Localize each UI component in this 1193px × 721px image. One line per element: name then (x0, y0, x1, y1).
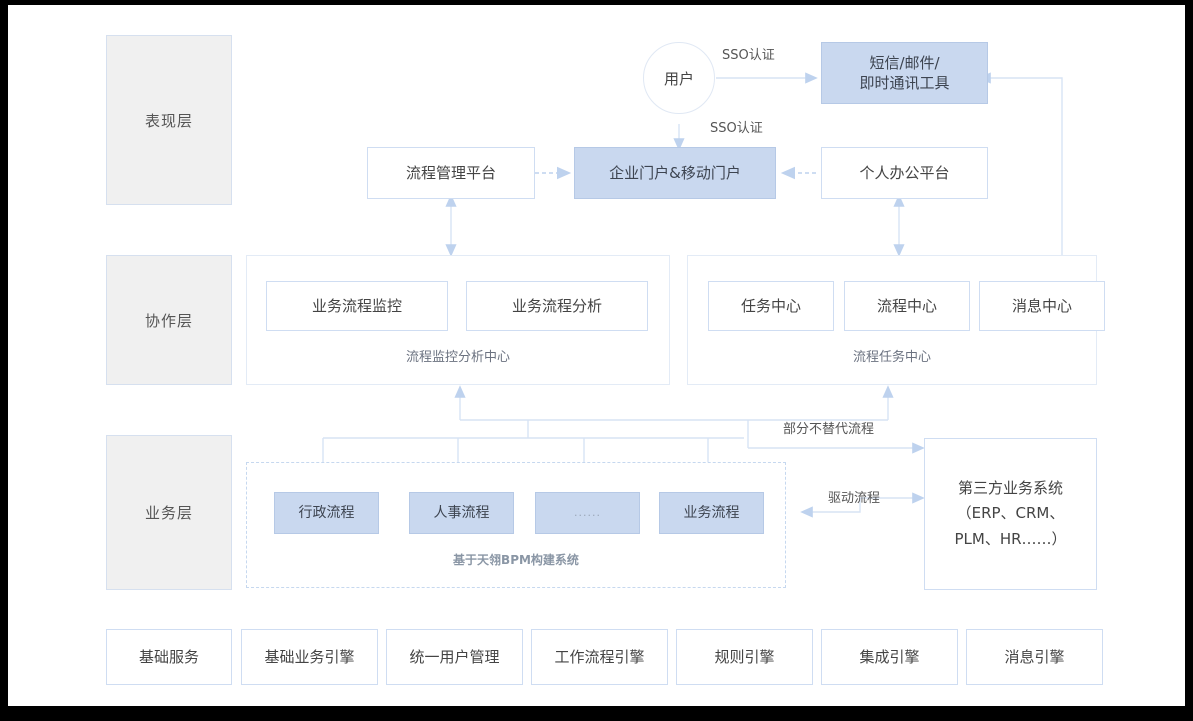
node-process-management-platform-label: 流程管理平台 (405, 163, 496, 182)
node-process-ellipsis-label: ...... (574, 505, 601, 519)
node-foundation-workflow-engine-label: 工作流程引擎 (554, 647, 645, 666)
node-user-label: 用户 (663, 69, 694, 88)
node-foundation-integration-engine-label: 集成引擎 (859, 647, 920, 666)
group-bpm-built-system: 行政流程 人事流程 ...... 业务流程 基于天翎BPM构建系统 (246, 462, 786, 588)
node-third-party-systems-line2: （ERP、CRM、 (956, 504, 1065, 523)
node-messaging-tools-line2: 即时通讯工具 (859, 74, 950, 92)
node-third-party-systems-line1: 第三方业务系统 (957, 478, 1063, 497)
node-user[interactable]: 用户 (643, 42, 715, 114)
node-enterprise-portal-label: 企业门户&移动门户 (609, 163, 741, 182)
node-foundation-workflow-engine[interactable]: 工作流程引擎 (531, 629, 668, 685)
node-foundation-basic-service-label: 基础服务 (138, 647, 199, 666)
node-process-business[interactable]: 业务流程 (659, 492, 764, 534)
node-messaging-tools[interactable]: 短信/邮件/ 即时通讯工具 (821, 42, 988, 104)
node-foundation-business-engine[interactable]: 基础业务引擎 (241, 629, 378, 685)
layer-label-presentation-text: 表现层 (144, 111, 193, 130)
node-process-administrative-label: 行政流程 (298, 504, 355, 521)
edge-label-partial-replace: 部分不替代流程 (783, 422, 875, 437)
group-process-monitoring-center: 业务流程监控 业务流程分析 流程监控分析中心 (246, 255, 670, 385)
node-process-hr-label: 人事流程 (433, 504, 490, 521)
node-process-center-label: 流程中心 (876, 296, 937, 315)
diagram-frame: 表现层 协作层 业务层 用户 SSO认证 SSO认证 短信/邮件/ 即时通讯工具… (8, 5, 1185, 706)
node-message-center-label: 消息中心 (1011, 296, 1072, 315)
node-foundation-user-management[interactable]: 统一用户管理 (386, 629, 523, 685)
group-caption-bpm-built-system: 基于天翎BPM构建系统 (453, 553, 579, 567)
node-foundation-basic-service[interactable]: 基础服务 (106, 629, 232, 685)
node-foundation-rule-engine[interactable]: 规则引擎 (676, 629, 813, 685)
node-process-hr[interactable]: 人事流程 (409, 492, 514, 534)
layer-label-collaboration-text: 协作层 (144, 311, 193, 330)
edge-label-drive-flow: 驱动流程 (828, 491, 881, 506)
node-process-administrative[interactable]: 行政流程 (274, 492, 379, 534)
layer-label-presentation: 表现层 (106, 35, 232, 205)
node-business-process-analysis-label: 业务流程分析 (511, 296, 602, 315)
node-task-center[interactable]: 任务中心 (708, 281, 834, 331)
group-caption-process-monitoring-center: 流程监控分析中心 (405, 350, 510, 365)
node-process-ellipsis[interactable]: ...... (535, 492, 640, 534)
node-foundation-rule-engine-label: 规则引擎 (714, 647, 775, 666)
group-process-task-center: 任务中心 流程中心 消息中心 流程任务中心 (687, 255, 1105, 385)
node-business-process-monitoring-label: 业务流程监控 (311, 296, 402, 315)
node-personal-office-platform-label: 个人办公平台 (859, 163, 950, 182)
node-messaging-tools-line1: 短信/邮件/ (869, 53, 940, 72)
group-caption-process-task-center: 流程任务中心 (852, 350, 931, 365)
node-foundation-integration-engine[interactable]: 集成引擎 (821, 629, 958, 685)
node-process-management-platform[interactable]: 流程管理平台 (367, 147, 535, 199)
node-foundation-message-engine[interactable]: 消息引擎 (966, 629, 1103, 685)
node-enterprise-portal[interactable]: 企业门户&移动门户 (574, 147, 776, 199)
node-message-center[interactable]: 消息中心 (979, 281, 1105, 331)
node-process-center[interactable]: 流程中心 (844, 281, 970, 331)
node-foundation-business-engine-label: 基础业务引擎 (264, 647, 355, 666)
node-business-process-analysis[interactable]: 业务流程分析 (466, 281, 648, 331)
node-business-process-monitoring[interactable]: 业务流程监控 (266, 281, 448, 331)
node-task-center-label: 任务中心 (740, 296, 801, 315)
layer-label-business: 业务层 (106, 435, 232, 590)
diagram-canvas: 表现层 协作层 业务层 用户 SSO认证 SSO认证 短信/邮件/ 即时通讯工具… (8, 5, 1185, 706)
layer-label-business-text: 业务层 (144, 504, 193, 522)
node-foundation-user-management-label: 统一用户管理 (409, 647, 500, 666)
node-foundation-message-engine-label: 消息引擎 (1004, 647, 1065, 666)
node-process-business-label: 业务流程 (683, 504, 740, 521)
node-third-party-systems-line3: PLM、HR……） (954, 529, 1067, 548)
node-third-party-systems[interactable]: 第三方业务系统 （ERP、CRM、 PLM、HR……） (924, 438, 1097, 590)
wire-messaging-to-message-center (978, 72, 1068, 281)
edge-label-sso-top: SSO认证 (722, 48, 775, 63)
edge-label-sso-bottom: SSO认证 (710, 121, 763, 136)
layer-label-collaboration: 协作层 (106, 255, 232, 385)
node-personal-office-platform[interactable]: 个人办公平台 (821, 147, 988, 199)
